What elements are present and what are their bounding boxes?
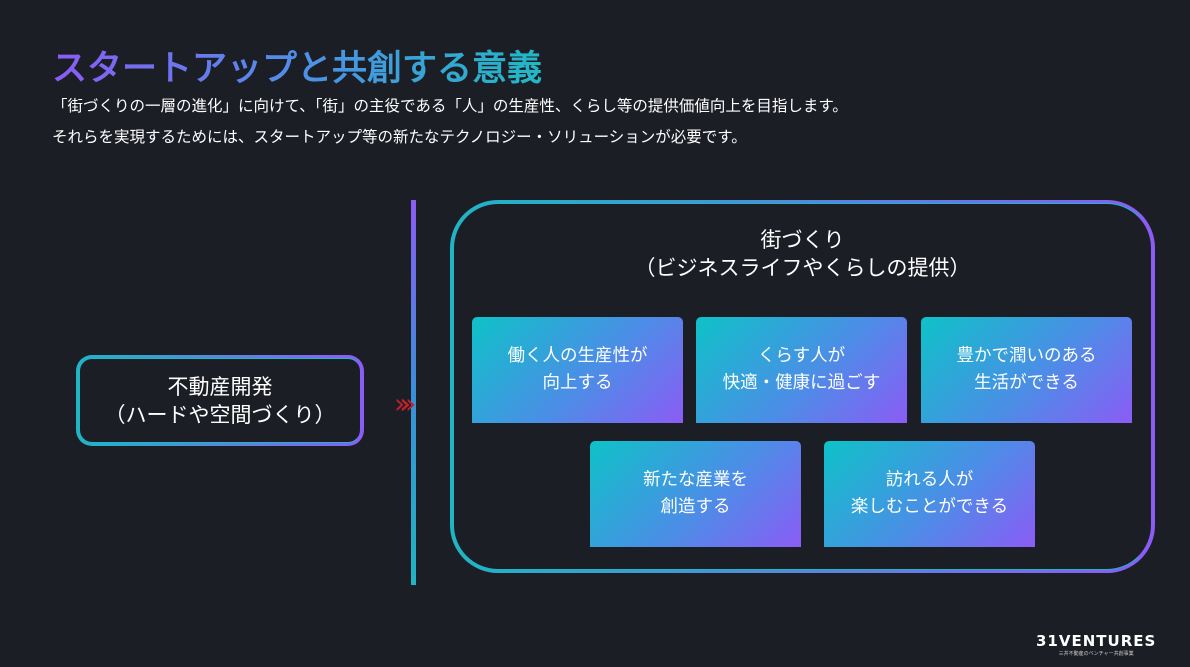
card-line: 楽しむことができる: [850, 497, 1009, 517]
logo-tagline: 三井不動産のベンチャー共創事業: [1058, 651, 1134, 657]
value-card: くらす人が快適・健康に過ごす: [696, 317, 907, 423]
left-box-subtitle: （ハードや空間づくり）: [104, 402, 336, 427]
card-line: 豊かで潤いのある: [956, 346, 1097, 366]
31ventures-logo: 31VENTURES 三井不動産のベンチャー共創事業: [1036, 632, 1156, 657]
right-box-title: 街づくり: [760, 228, 845, 252]
card-line: 働く人の生産性が: [507, 346, 648, 366]
value-card: 働く人の生産性が向上する: [472, 317, 683, 423]
value-card: 訪れる人が楽しむことができる: [824, 441, 1035, 547]
card-line: 訪れる人が: [885, 470, 974, 490]
card-line: 生活ができる: [974, 373, 1079, 393]
value-card: 豊かで潤いのある生活ができる: [921, 317, 1132, 423]
description-line-2: それらを実現するためには、スタートアップ等の新たなテクノロジー・ソリューションが…: [52, 128, 747, 146]
card-line: くらす人が: [757, 346, 846, 366]
chevron-right-icon: »»: [394, 387, 417, 420]
card-line: 創造する: [660, 497, 731, 517]
right-box-subtitle: （ビジネスライフやくらしの提供）: [634, 256, 971, 280]
description-line-1: 「街づくりの一層の進化」に向けて、「街」の主役である「人」の生産性、くらし等の提…: [52, 97, 848, 115]
value-card: 新たな産業を創造する: [590, 441, 801, 547]
page-title: スタートアップと共創する意義: [52, 40, 542, 91]
divider-line: [411, 200, 416, 585]
real-estate-development-box: 不動産開発 （ハードや空間づくり）: [76, 355, 364, 446]
left-box-title: 不動産開発: [167, 374, 273, 399]
card-line: 向上する: [542, 373, 613, 393]
card-line: 快適・健康に過ごす: [722, 373, 881, 393]
card-line: 新たな産業を: [643, 470, 748, 490]
logo-name: 31VENTURES: [1036, 632, 1157, 650]
